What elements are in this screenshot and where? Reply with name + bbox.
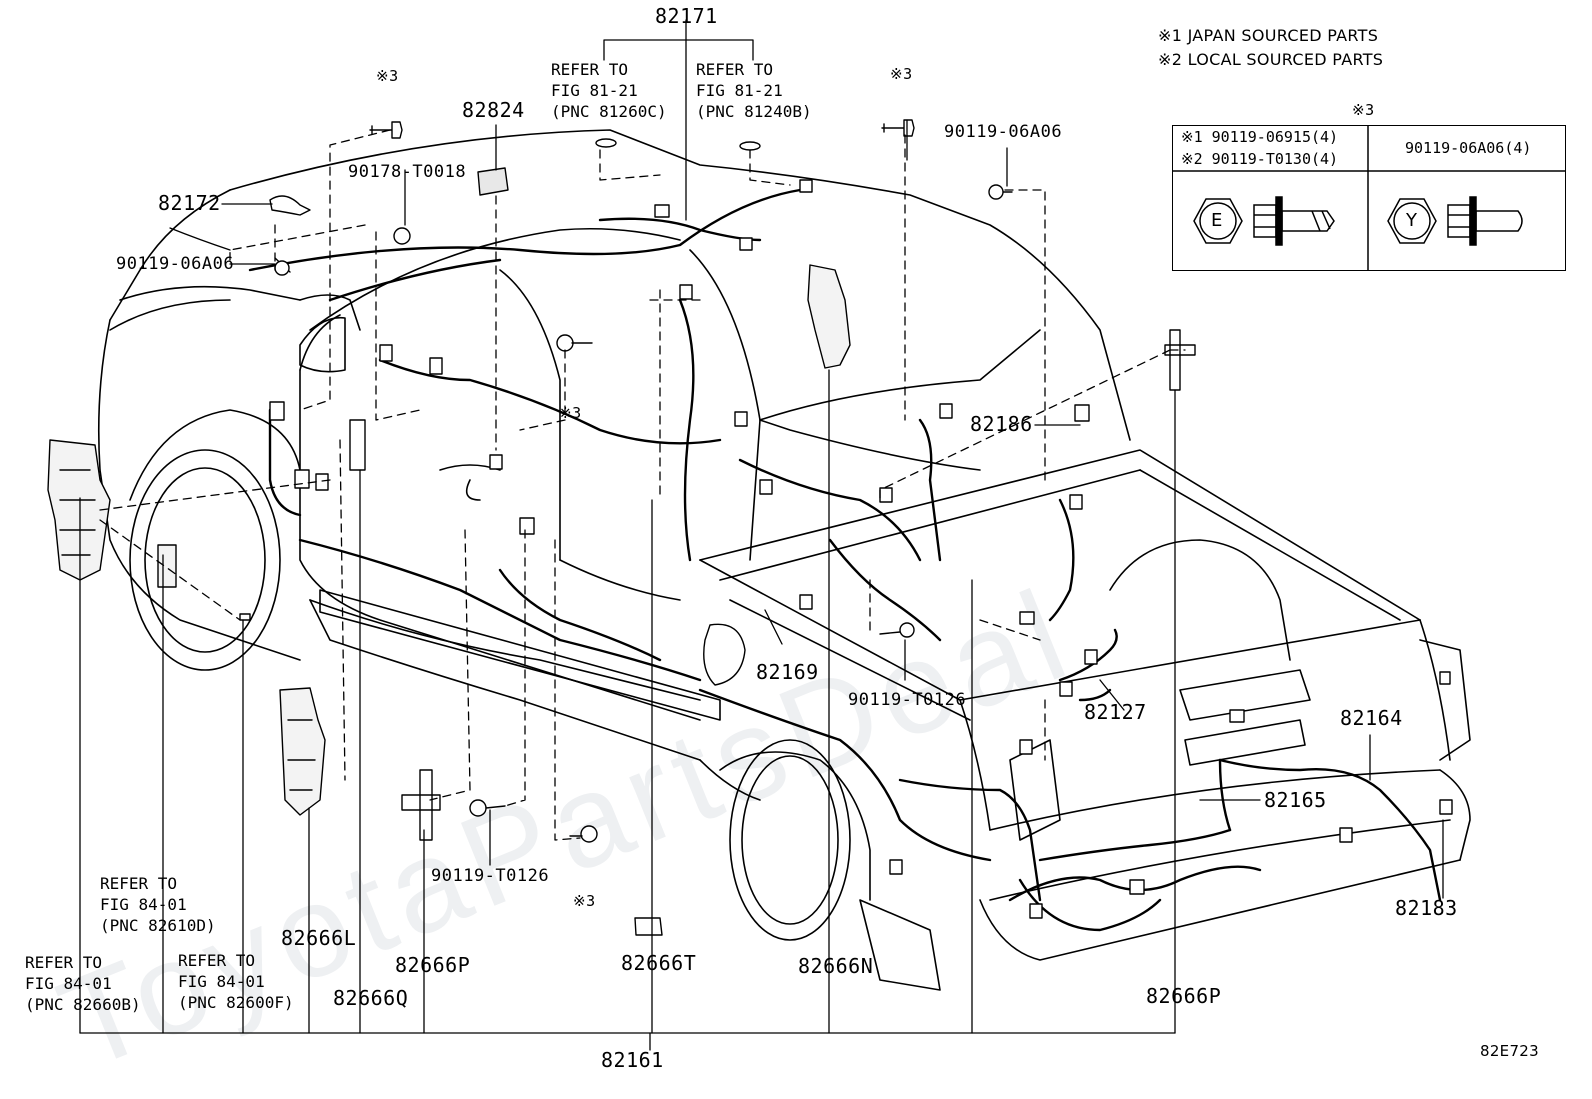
bolts — [274, 119, 1013, 843]
solid-leader-lines — [79, 19, 1444, 1051]
ref-fig-81-21-81260C: REFER TO FIG 81-21 (PNC 81260C) — [551, 60, 667, 121]
label-90119-06A06-right: 90119-06A06 — [944, 122, 1063, 142]
label-82824: 82824 — [462, 98, 525, 122]
label-82666Q: 82666Q — [333, 986, 409, 1010]
mark-3-mid: ※3 — [559, 404, 582, 422]
bolt-mark-e: E — [1211, 210, 1223, 231]
bolt-mark-y: Y — [1406, 210, 1417, 231]
ref-fig-81-21-81240B: REFER TO FIG 81-21 (PNC 81240B) — [696, 60, 812, 121]
label-82186: 82186 — [970, 412, 1033, 436]
label-90178-T0018: 90178-T0018 — [348, 162, 467, 182]
label-82127: 82127 — [1084, 700, 1147, 724]
wire-harness-traces — [248, 188, 1442, 932]
label-82164: 82164 — [1340, 706, 1403, 730]
label-82165: 82165 — [1264, 788, 1327, 812]
table-left-line1: ※1 90119-06915(4) — [1181, 128, 1339, 146]
label-82666P-left: 82666P — [395, 953, 471, 977]
connectors — [269, 179, 1453, 919]
label-82183: 82183 — [1395, 896, 1458, 920]
bolt-table: ※1 90119-06915(4) ※2 90119-T0130(4) 9011… — [1172, 125, 1566, 271]
mark-3-bottom: ※3 — [573, 892, 596, 910]
label-82666N: 82666N — [798, 954, 874, 978]
label-90119-T0126-low: 90119-T0126 — [431, 866, 550, 886]
ref-fig-84-01-82660B: REFER TO FIG 84-01 (PNC 82660B) — [25, 953, 141, 1014]
label-82666P-right: 82666P — [1146, 984, 1222, 1008]
dashed-leader-lines — [99, 129, 1186, 841]
table-left-line2: ※2 90119-T0130(4) — [1181, 150, 1339, 168]
label-82666L: 82666L — [281, 926, 357, 950]
module-brackets — [47, 138, 1196, 936]
label-82169: 82169 — [756, 660, 819, 684]
label-90119-T0126-mid: 90119-T0126 — [848, 690, 967, 710]
legend-table-header: ※3 — [1352, 101, 1375, 119]
label-82172: 82172 — [158, 191, 221, 215]
label-90119-06A06-left: 90119-06A06 — [116, 254, 235, 274]
table-right-header: 90119-06A06(4) — [1405, 139, 1532, 157]
bolt-table-grid — [1172, 125, 1566, 271]
mark-3-top-left: ※3 — [376, 67, 399, 85]
mark-3-top-right: ※3 — [890, 65, 913, 83]
legend-note-japan: ※1 JAPAN SOURCED PARTS — [1158, 26, 1379, 45]
figure-code: 82E723 — [1480, 1042, 1539, 1060]
label-82171: 82171 — [655, 4, 718, 28]
legend-note-local: ※2 LOCAL SOURCED PARTS — [1158, 50, 1384, 69]
vehicle-body-outline — [97, 129, 1471, 991]
ref-fig-84-01-82600F: REFER TO FIG 84-01 (PNC 82600F) — [178, 951, 294, 1012]
label-82161: 82161 — [601, 1048, 664, 1072]
ref-fig-84-01-82610D: REFER TO FIG 84-01 (PNC 82610D) — [100, 874, 216, 935]
label-82666T: 82666T — [621, 951, 697, 975]
